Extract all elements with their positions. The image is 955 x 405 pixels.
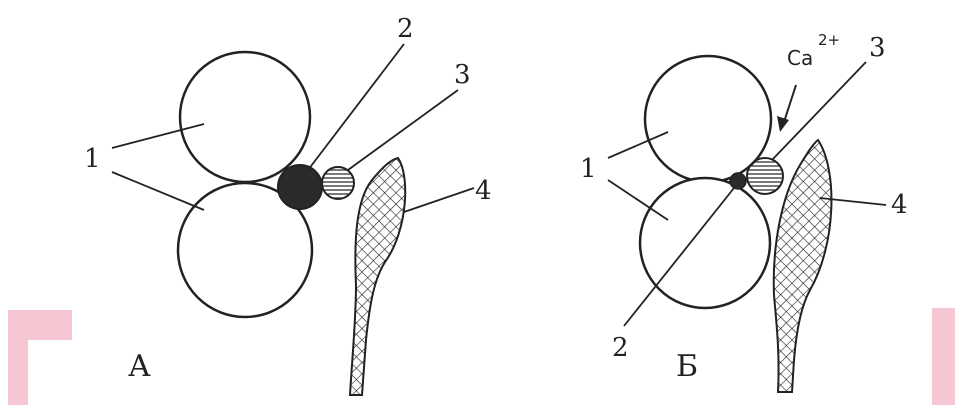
decor-block-right <box>932 308 955 405</box>
panel-b-label-4: 4 <box>891 190 908 220</box>
panel-b-title: Б <box>676 349 698 384</box>
panel-a-label-4: 4 <box>475 176 492 206</box>
panel-b-ion-charge: 2+ <box>818 31 840 49</box>
panel-b-label-3: 3 <box>869 33 886 63</box>
panel-a-title: А <box>128 349 151 384</box>
panel-a-label-2: 2 <box>397 14 414 44</box>
panel-b-hatched-ball <box>747 158 783 194</box>
panel-a: 1 2 3 4 А <box>84 14 492 395</box>
panel-a-leader-1-lower <box>112 172 204 210</box>
panel-a-leader-4 <box>404 188 474 212</box>
decor-block-left-horizontal <box>8 310 72 340</box>
panel-a-label-1: 1 <box>84 144 101 174</box>
panel-b-label-2: 2 <box>612 333 629 363</box>
panel-b-circle-lower <box>640 178 770 308</box>
panel-a-leader-3 <box>348 90 458 170</box>
panel-a-leader-2 <box>308 44 404 170</box>
panel-b: 1 2 3 4 Ca 2+ Б <box>580 31 908 392</box>
panel-a-dark-ball <box>278 165 322 209</box>
panel-b-ion-label: Ca <box>787 46 813 70</box>
panel-b-dark-ball <box>730 173 746 189</box>
panel-a-label-3: 3 <box>454 60 471 90</box>
panel-a-hatched-ball <box>322 167 354 199</box>
panel-b-ion-arrow-head <box>777 116 789 132</box>
panel-a-circle-upper <box>180 52 310 182</box>
panel-a-leaf-structure <box>350 158 405 395</box>
panel-b-label-1: 1 <box>580 154 597 184</box>
panel-b-ion-arrow-shaft <box>784 85 796 122</box>
